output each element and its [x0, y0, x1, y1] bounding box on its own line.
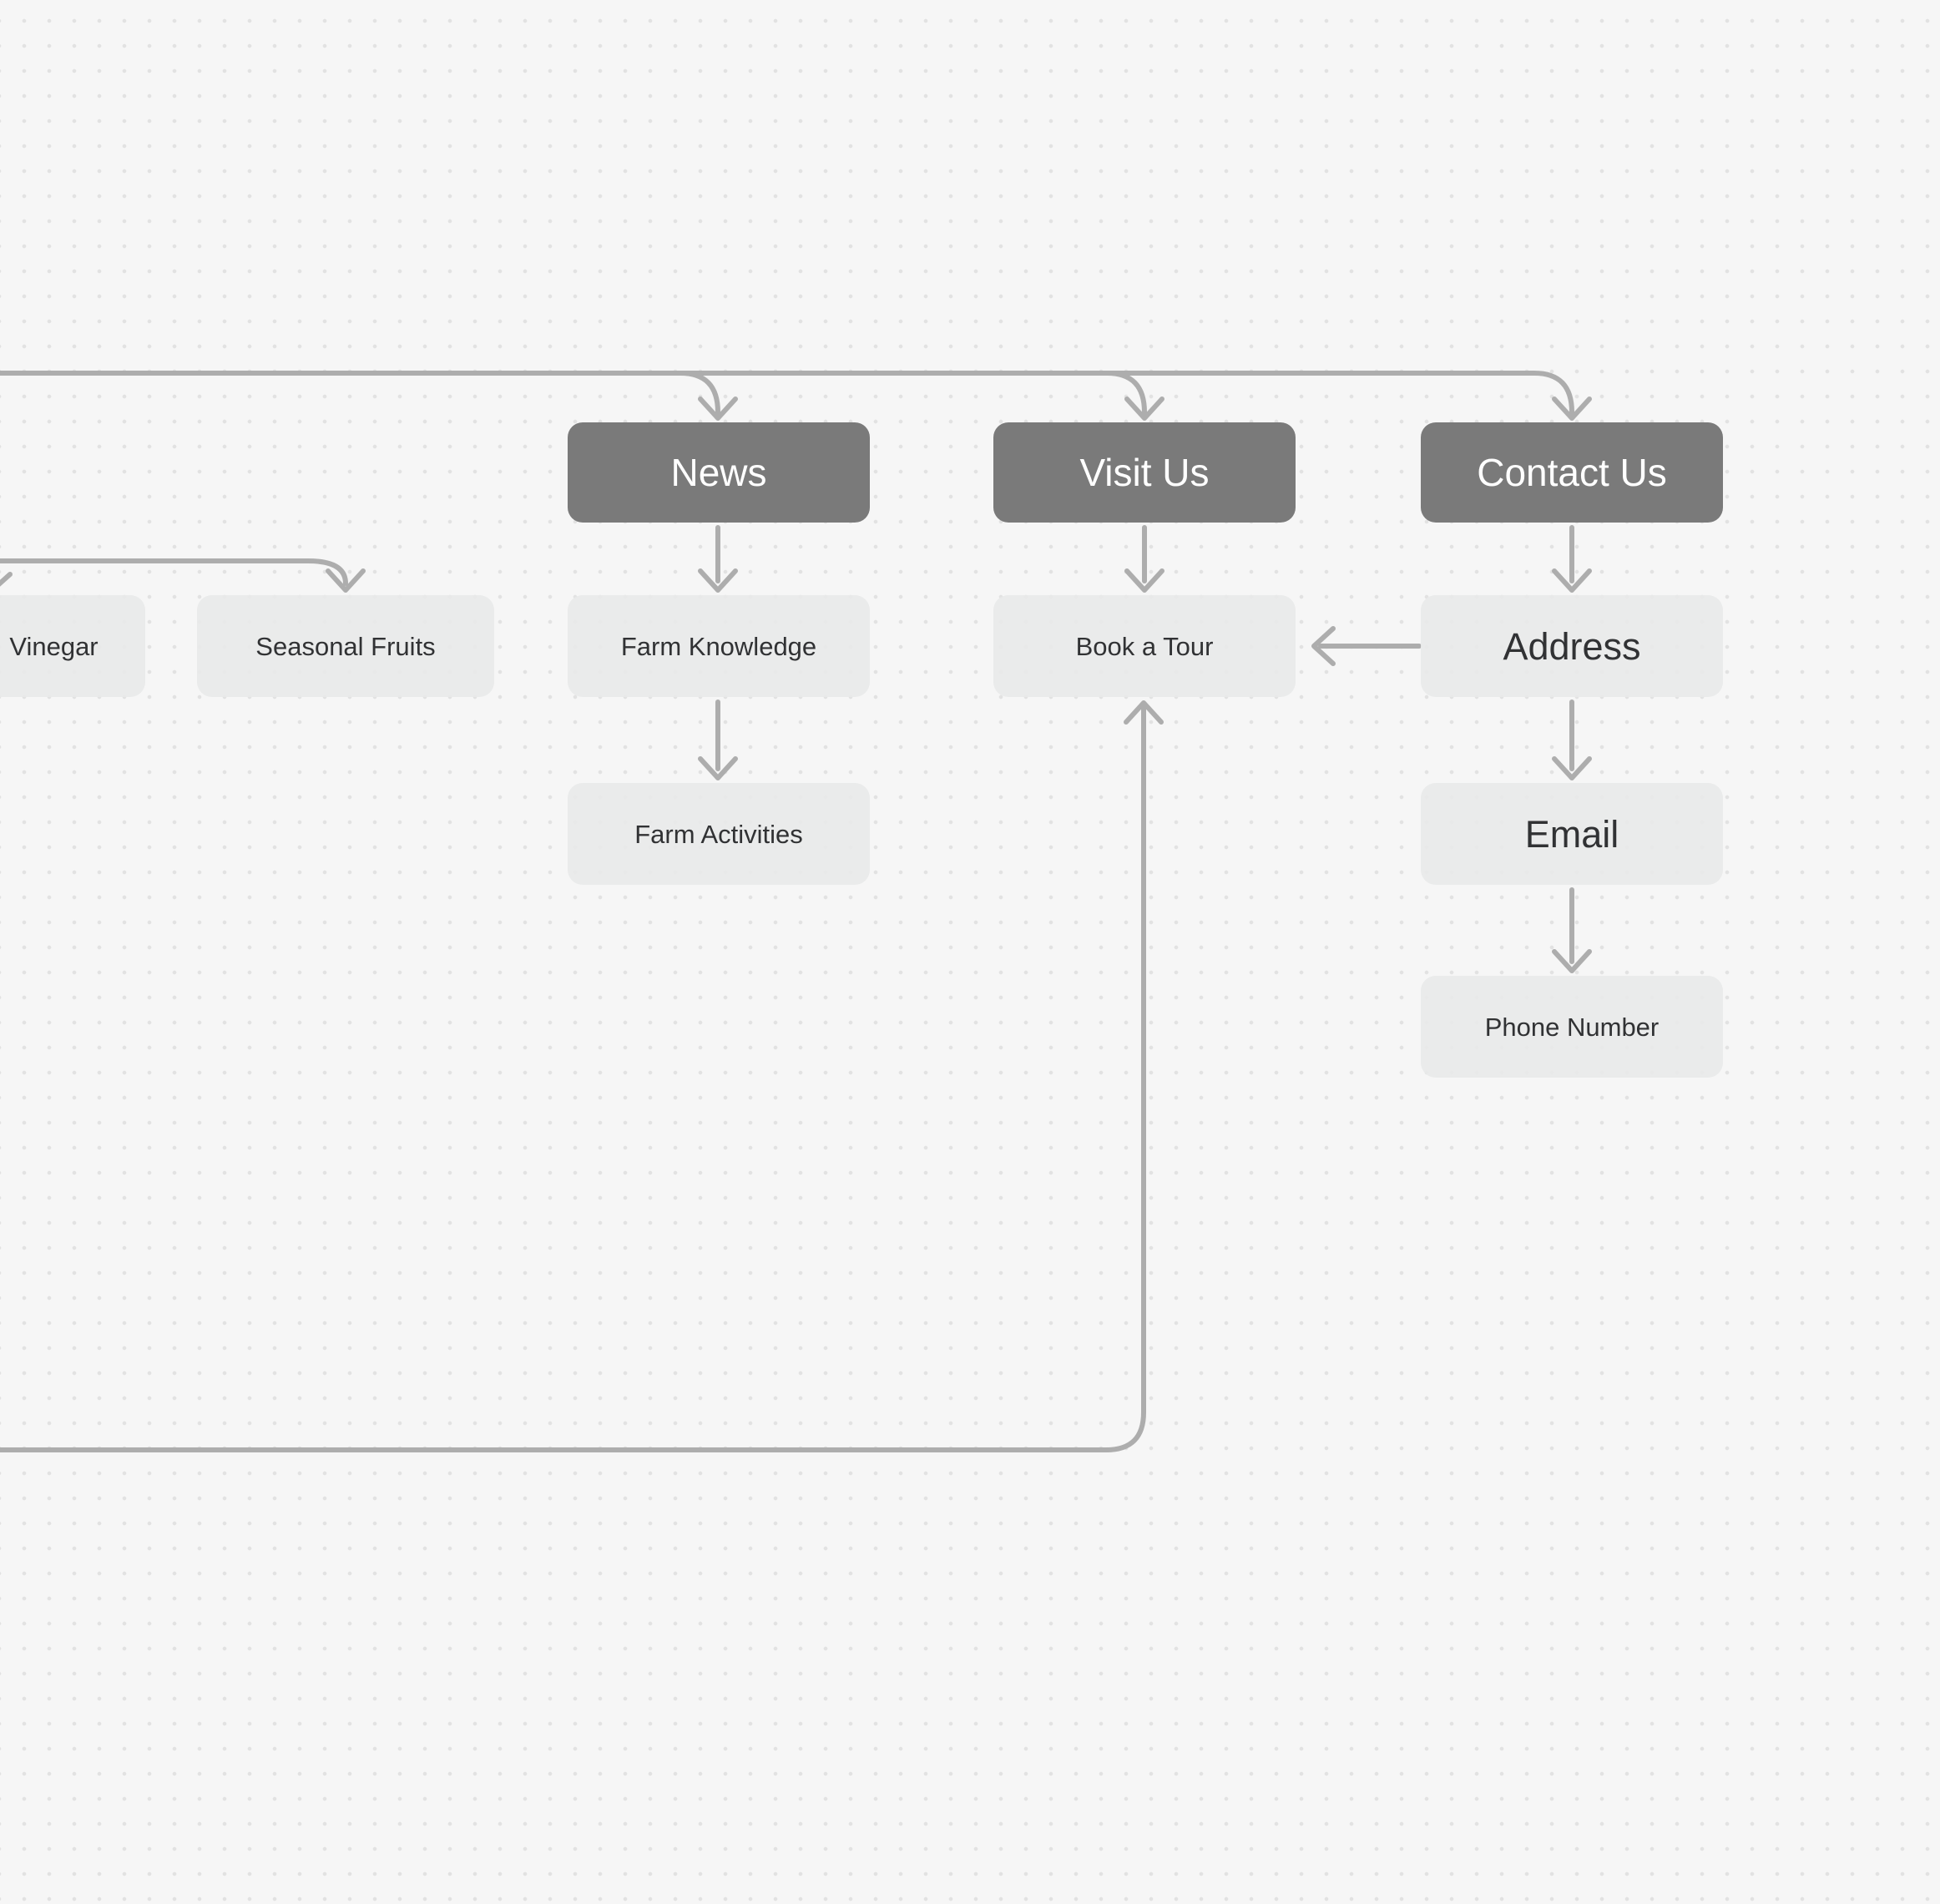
- connector-trunk-contact-us[interactable]: [0, 371, 1592, 421]
- connector-trunk-news[interactable]: [678, 371, 738, 421]
- connector-email-phone-number[interactable]: [1552, 887, 1592, 973]
- connector-address-email[interactable]: [1552, 699, 1592, 780]
- connector-visit-us-book-a-tour[interactable]: [1124, 525, 1165, 593]
- connector-news-farm-knowledge[interactable]: [698, 525, 738, 593]
- node-book-a-tour-label: Book a Tour: [1075, 631, 1214, 661]
- node-email-label: Email: [1524, 812, 1619, 856]
- node-visit-us-label: Visit Us: [1079, 451, 1210, 494]
- node-email[interactable]: Email: [1421, 783, 1723, 885]
- node-seasonal-fruits-label: Seasonal Fruits: [255, 631, 436, 661]
- connector-feedback-book-a-tour[interactable]: [0, 700, 1164, 1452]
- node-farm-activities[interactable]: Farm Activities: [568, 783, 870, 885]
- node-vinegar[interactable]: Vinegar: [0, 595, 145, 697]
- node-news[interactable]: News: [568, 422, 870, 523]
- node-news-label: News: [670, 451, 767, 494]
- node-address[interactable]: Address: [1421, 595, 1723, 697]
- node-phone-number[interactable]: Phone Number: [1421, 976, 1723, 1078]
- node-contact-us-label: Contact Us: [1477, 451, 1667, 494]
- node-address-label: Address: [1503, 624, 1641, 668]
- node-vinegar-label: Vinegar: [9, 631, 99, 661]
- node-farm-knowledge-label: Farm Knowledge: [620, 631, 817, 661]
- node-seasonal-fruits[interactable]: Seasonal Fruits: [197, 595, 494, 697]
- connector-trunk-visit-us[interactable]: [1104, 371, 1165, 421]
- node-book-a-tour[interactable]: Book a Tour: [993, 595, 1296, 697]
- connector-products-seasonal-fruits[interactable]: [0, 558, 366, 593]
- node-visit-us[interactable]: Visit Us: [993, 422, 1296, 523]
- node-farm-activities-label: Farm Activities: [634, 819, 803, 849]
- node-phone-number-label: Phone Number: [1484, 1012, 1660, 1042]
- connector-vinegar-arrow-fragment[interactable]: [0, 572, 13, 595]
- connector-farm-knowledge-farm-activities[interactable]: [698, 699, 738, 780]
- connector-address-book-a-tour[interactable]: [1311, 626, 1422, 666]
- connector-contact-us-address[interactable]: [1552, 525, 1592, 593]
- node-contact-us[interactable]: Contact Us: [1421, 422, 1723, 523]
- node-farm-knowledge[interactable]: Farm Knowledge: [568, 595, 870, 697]
